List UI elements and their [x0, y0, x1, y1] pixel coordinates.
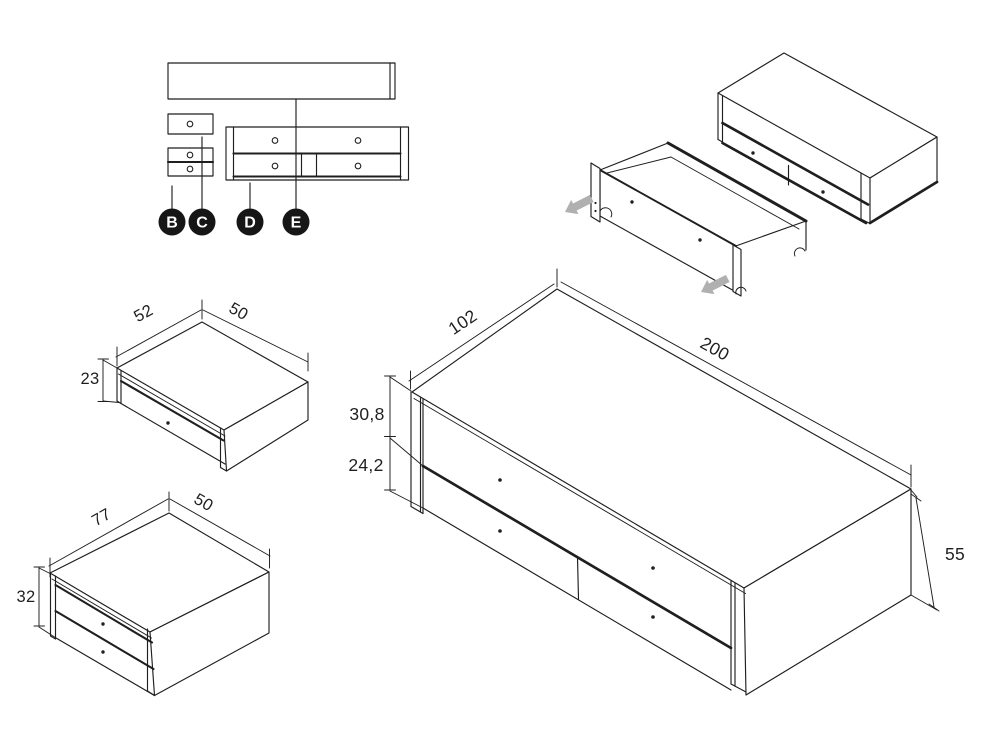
small-box-height-label: 23: [81, 370, 100, 388]
badge-c: [188, 208, 216, 236]
large-box-width-label: 77: [89, 505, 114, 530]
part-label-e: E: [291, 215, 302, 232]
cabinet: [717, 52, 939, 225]
pulled-drawer: [590, 141, 808, 297]
part-label-d: D: [244, 215, 256, 232]
panel-e-shape: [167, 62, 396, 100]
drawer-right-cap: [732, 244, 742, 297]
badge-e: [282, 208, 310, 236]
bed-depth-label: 102: [445, 305, 481, 338]
large-drawer-unit: 77 50 32: [17, 490, 271, 697]
small-drawer-unit: 52 50 23: [81, 299, 309, 472]
bed-drawer-height-label: 24,2: [348, 455, 383, 475]
flat-panel-diagram: B C D E: [158, 62, 410, 236]
exploded-view: [565, 52, 939, 297]
small-box-width-label: 52: [131, 301, 156, 326]
drawer-left-cap: [590, 162, 601, 223]
part-label-c: C: [196, 215, 208, 232]
bed-isometric: 102 200 30,8 24,2 55: [348, 268, 965, 696]
panel-d-shape: [225, 126, 410, 181]
part-label-b: B: [166, 215, 178, 232]
badge-b: [158, 208, 186, 236]
bed-total-height-label: 55: [945, 544, 965, 564]
large-box-height-label: 32: [17, 588, 36, 606]
small-box-depth-label: 50: [226, 299, 251, 324]
large-box-depth-label: 50: [191, 490, 216, 515]
bed-rail-height-label: 30,8: [349, 404, 384, 424]
badge-d: [236, 208, 264, 236]
pull-arrow-right: [701, 274, 730, 295]
pull-arrow-left: [565, 194, 594, 215]
